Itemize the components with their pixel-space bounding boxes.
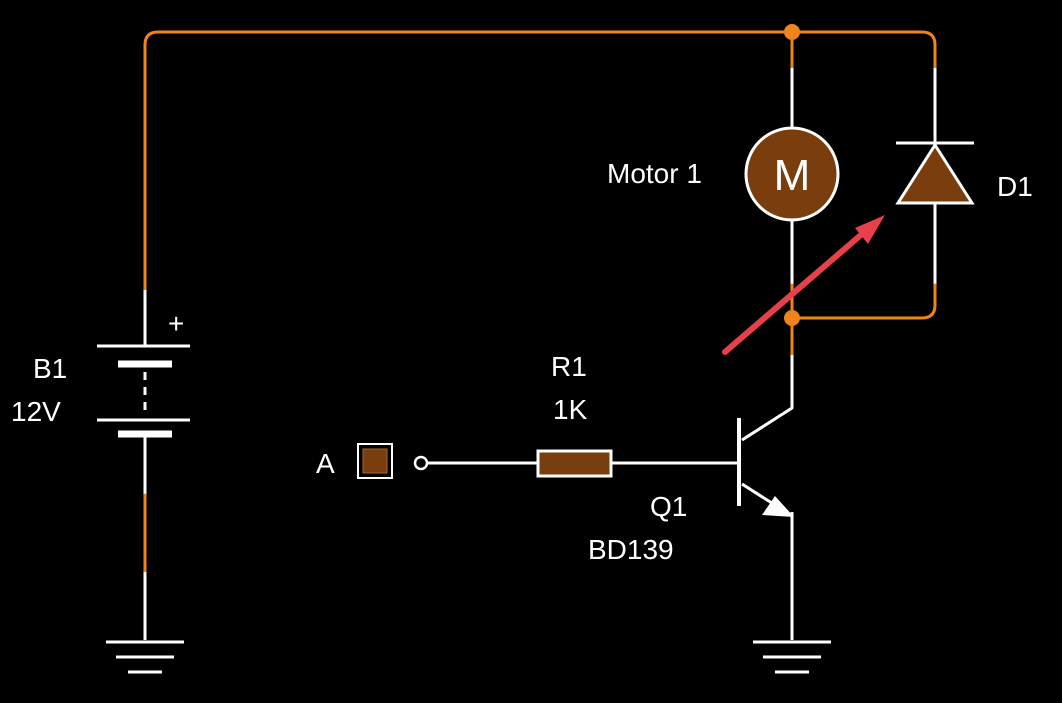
motor-glyph: M: [774, 151, 811, 200]
input-switch-icon[interactable]: [357, 443, 393, 479]
collector-lead[interactable]: [741, 355, 794, 442]
battery-plus-label: +: [168, 308, 184, 339]
motor-name-label: Motor 1: [607, 158, 702, 189]
input-name-label: A: [316, 448, 335, 479]
annotation-arrow: [722, 215, 885, 355]
junction-node-top: [784, 24, 800, 40]
input-terminal[interactable]: [413, 455, 429, 471]
transistor-value-label: BD139: [588, 534, 674, 565]
battery-name-label: B1: [33, 353, 67, 384]
diode-return-wire[interactable]: [790, 283, 937, 320]
emitter-arrow-icon: [762, 496, 794, 517]
resistor-name-label: R1: [551, 351, 587, 382]
diode-name-label: D1: [997, 171, 1033, 202]
motor-icon[interactable]: M: [744, 126, 840, 222]
ground-icon: [106, 640, 184, 674]
battery-b1[interactable]: [97, 290, 190, 495]
battery-value-label: 12V: [11, 396, 61, 427]
junction-node-collector: [784, 310, 800, 326]
transistor-name-label: Q1: [650, 491, 687, 522]
ground-icon: [753, 640, 831, 674]
supply-wire[interactable]: [143, 30, 937, 292]
resistor-icon[interactable]: [536, 449, 613, 478]
resistor-value-label: 1K: [553, 394, 588, 425]
